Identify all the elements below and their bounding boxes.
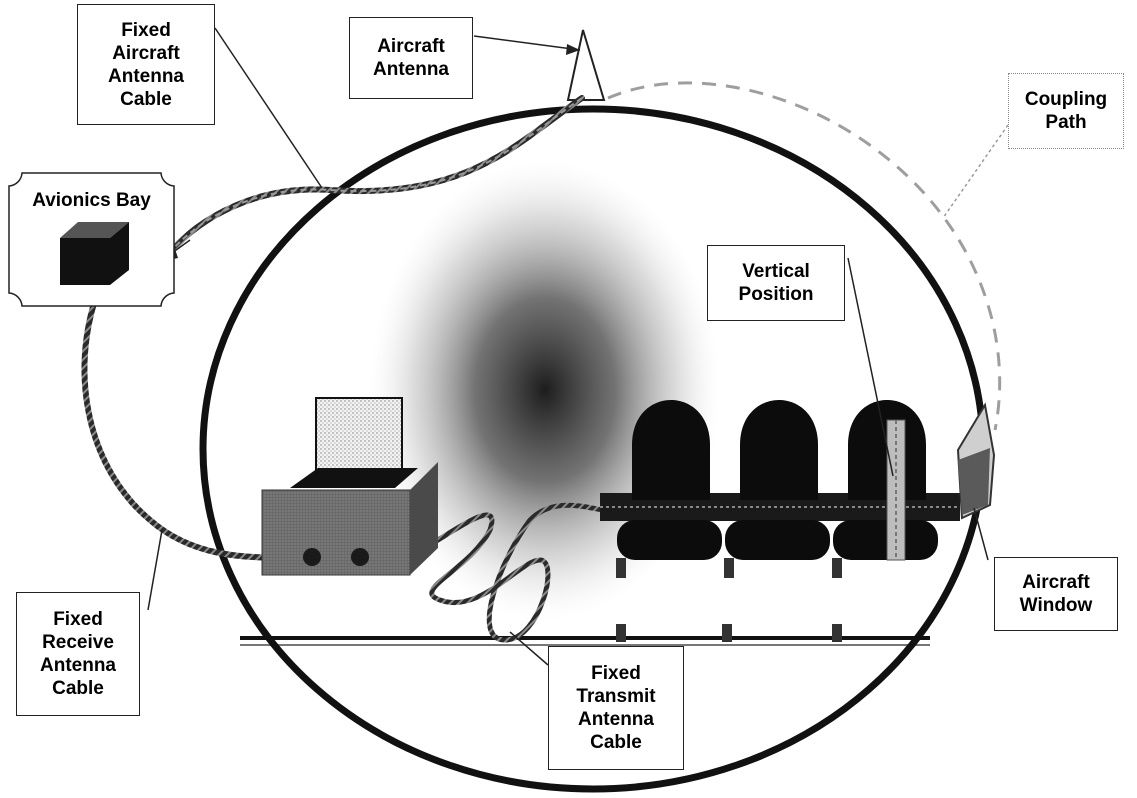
- label-fixed-transmit-antenna-cable: Fixed Transmit Antenna Cable: [548, 646, 684, 770]
- laptop-screen: [315, 397, 403, 471]
- transmit-antenna-cable: [427, 502, 643, 643]
- receive-antenna-cable: [81, 297, 308, 561]
- seat-2: [722, 400, 830, 642]
- seat-2-leg: [724, 558, 734, 578]
- label-aircraft-antenna: Aircraft Antenna: [349, 17, 473, 99]
- seat-1: [616, 400, 722, 642]
- seat-1-cushion: [617, 520, 722, 560]
- coupling-path-arc: [607, 81, 1002, 431]
- callout-aircraft-window: [973, 507, 989, 561]
- box-side: [410, 462, 438, 575]
- avionics-box-front: [60, 238, 110, 285]
- avionics-bay-panel: Avionics Bay: [8, 172, 175, 307]
- callout-coupling-path: [942, 124, 1009, 219]
- avionics-box-top: [60, 222, 129, 238]
- test-equipment: [261, 397, 438, 576]
- callout-aircraft-antenna: [473, 35, 581, 51]
- box-knob-2: [351, 548, 369, 566]
- seat-3-foot: [832, 624, 842, 642]
- seat-1-back: [632, 400, 710, 500]
- box-knob-1: [303, 548, 321, 566]
- callout-vertical-position: [847, 257, 894, 477]
- seat-2-back: [740, 400, 818, 500]
- aircraft-window-shape: [956, 402, 996, 520]
- window-shade: [958, 448, 990, 515]
- label-vertical-position: Vertical Position: [707, 245, 845, 321]
- seat-2-foot: [722, 624, 732, 642]
- aircraft-antenna-shape: [566, 29, 606, 101]
- laptop-base: [290, 468, 418, 488]
- label-fixed-receive-antenna-cable: Fixed Receive Antenna Cable: [16, 592, 140, 716]
- seat-1-leg: [616, 558, 626, 578]
- label-fixed-aircraft-antenna-cable: Fixed Aircraft Antenna Cable: [77, 4, 215, 125]
- label-aircraft-window: Aircraft Window: [994, 557, 1118, 631]
- seat-3-leg: [832, 558, 842, 578]
- avionics-bay-label: Avionics Bay: [32, 190, 151, 211]
- seat-1-foot: [616, 624, 626, 642]
- avionics-box-side: [110, 222, 129, 285]
- callout-receive-cable: [147, 529, 163, 611]
- seat-3-cushion: [833, 520, 938, 560]
- label-coupling-path: Coupling Path: [1008, 73, 1124, 149]
- seat-2-cushion: [725, 520, 830, 560]
- callout-aircraft-antenna-arrow: [566, 44, 580, 55]
- aircraft-antenna-cable-core: [164, 97, 583, 259]
- callout-fixed-aircraft-cable: [214, 27, 323, 189]
- box-front: [261, 489, 411, 576]
- callout-transmit-cable: [509, 631, 549, 666]
- avionics-bay-border: [8, 172, 175, 307]
